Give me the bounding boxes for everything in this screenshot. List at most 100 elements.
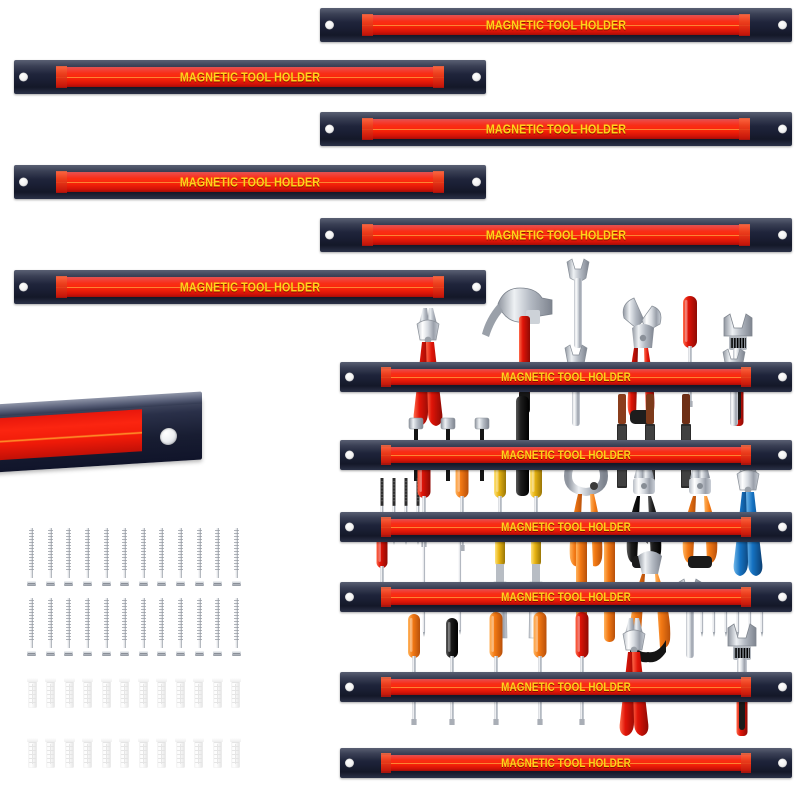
screw [157, 598, 167, 658]
wall-anchor [193, 678, 205, 712]
screw [157, 528, 167, 588]
wall-anchor [82, 738, 94, 772]
mounting-hole-left [344, 758, 354, 768]
strip-endcap-right [739, 224, 750, 246]
mounting-hole-left [344, 450, 354, 460]
screw [213, 598, 223, 658]
tool-bar-4[interactable]: MAGNETIC TOOL HOLDER [340, 582, 792, 612]
wall-anchor [174, 678, 186, 712]
wall-anchor [174, 738, 186, 772]
screw [194, 528, 204, 588]
mounting-hole-right [778, 20, 788, 30]
strip-endcap-right [433, 66, 444, 88]
wall-anchor [119, 738, 131, 772]
tool-bar-2[interactable]: MAGNETIC TOOL HOLDER [340, 440, 792, 470]
mounting-hole-right [778, 230, 788, 240]
strip-endcap-right [741, 587, 752, 607]
tool-claw-hammer [482, 287, 553, 414]
wall-anchor [229, 738, 241, 772]
strip-endcap-left [380, 753, 391, 773]
mounting-hole-right [778, 450, 788, 460]
strip-endcap-left [380, 445, 391, 465]
magnet-strip [362, 15, 750, 35]
screw [45, 598, 55, 658]
screw [176, 528, 185, 588]
tool-bar-1[interactable]: MAGNETIC TOOL HOLDER [340, 362, 792, 392]
wall-anchor [82, 678, 94, 712]
screw-row-1 [27, 528, 241, 588]
wall-anchor [63, 678, 75, 712]
screw [27, 598, 36, 658]
strip-endcap-right [741, 517, 752, 537]
catalog-bar-6[interactable]: MAGNETIC TOOL HOLDER [14, 270, 486, 304]
screw [45, 528, 55, 588]
magnet-strip [380, 678, 752, 696]
wall-anchor [156, 678, 168, 712]
magnet-strip [362, 225, 750, 245]
strip-endcap-left [380, 677, 391, 697]
mounting-hole-left [344, 682, 354, 692]
wall-anchor [211, 678, 223, 712]
screw [64, 528, 74, 588]
catalog-bar-5[interactable]: MAGNETIC TOOL HOLDER [320, 218, 792, 252]
strip-endcap-right [739, 14, 750, 36]
mounting-hole-left [344, 372, 354, 382]
catalog-bar-4[interactable]: MAGNETIC TOOL HOLDER [14, 165, 486, 199]
screw [120, 598, 130, 658]
tool-screwdriver [575, 612, 589, 725]
screw [101, 598, 111, 658]
mounting-hole-left [344, 592, 354, 602]
wall-anchor [27, 678, 38, 712]
wall-anchor [229, 678, 241, 712]
tool-groove-joint-pliers [622, 297, 662, 424]
screw [194, 598, 204, 658]
strip-endcap-right [433, 171, 444, 193]
screw [64, 598, 74, 658]
tool-screwdriver [489, 612, 503, 725]
catalog-bar-1[interactable]: MAGNETIC TOOL HOLDER [320, 8, 792, 42]
wall-anchor [137, 678, 149, 712]
wall-anchor [63, 738, 75, 772]
strip-endcap-right [741, 677, 752, 697]
tool-screwdriver [533, 612, 547, 725]
magnet-strip [56, 277, 444, 297]
tool-bar-6[interactable]: MAGNETIC TOOL HOLDER [340, 748, 792, 778]
mounting-hole-right [472, 72, 482, 82]
tool-aviation-snips [626, 454, 662, 568]
strip-endcap-left [362, 14, 373, 36]
screw [231, 528, 241, 588]
strip-endcap-left [362, 118, 373, 140]
strip-endcap-left [56, 171, 67, 193]
catalog-bar-2[interactable]: MAGNETIC TOOL HOLDER [14, 60, 486, 94]
strip-endcap-left [362, 224, 373, 246]
wall-anchor [211, 738, 223, 772]
screw [176, 598, 185, 658]
screw [27, 528, 36, 588]
tool-bar-3[interactable]: MAGNETIC TOOL HOLDER [340, 512, 792, 542]
anchor-row-1 [27, 678, 241, 712]
magnet-strip [380, 754, 752, 772]
strip-endcap-left [380, 587, 391, 607]
mounting-hole-left [18, 177, 28, 187]
wall-anchor [100, 678, 112, 712]
mounting-hole-left [344, 522, 354, 532]
tool-aviation-snips [682, 454, 718, 568]
magnet-strip [380, 588, 752, 606]
screw-row-2 [27, 598, 241, 658]
strip-endcap-right [739, 118, 750, 140]
strip-endcap-right [741, 445, 752, 465]
magnet-strip [380, 368, 752, 386]
strip-endcap-right [741, 367, 752, 387]
mounting-hole-left [18, 72, 28, 82]
catalog-bar-3[interactable]: MAGNETIC TOOL HOLDER [320, 112, 792, 146]
tool-bar-5[interactable]: MAGNETIC TOOL HOLDER [340, 672, 792, 702]
screw [101, 528, 111, 588]
strip-endcap-left [56, 66, 67, 88]
screw [138, 598, 148, 658]
magnet-strip [56, 172, 444, 192]
magnet-strip [56, 67, 444, 87]
mounting-hole-left [324, 230, 334, 240]
mounting-hole-right [778, 372, 788, 382]
mounting-hole-left [324, 124, 334, 134]
screw [82, 598, 92, 658]
